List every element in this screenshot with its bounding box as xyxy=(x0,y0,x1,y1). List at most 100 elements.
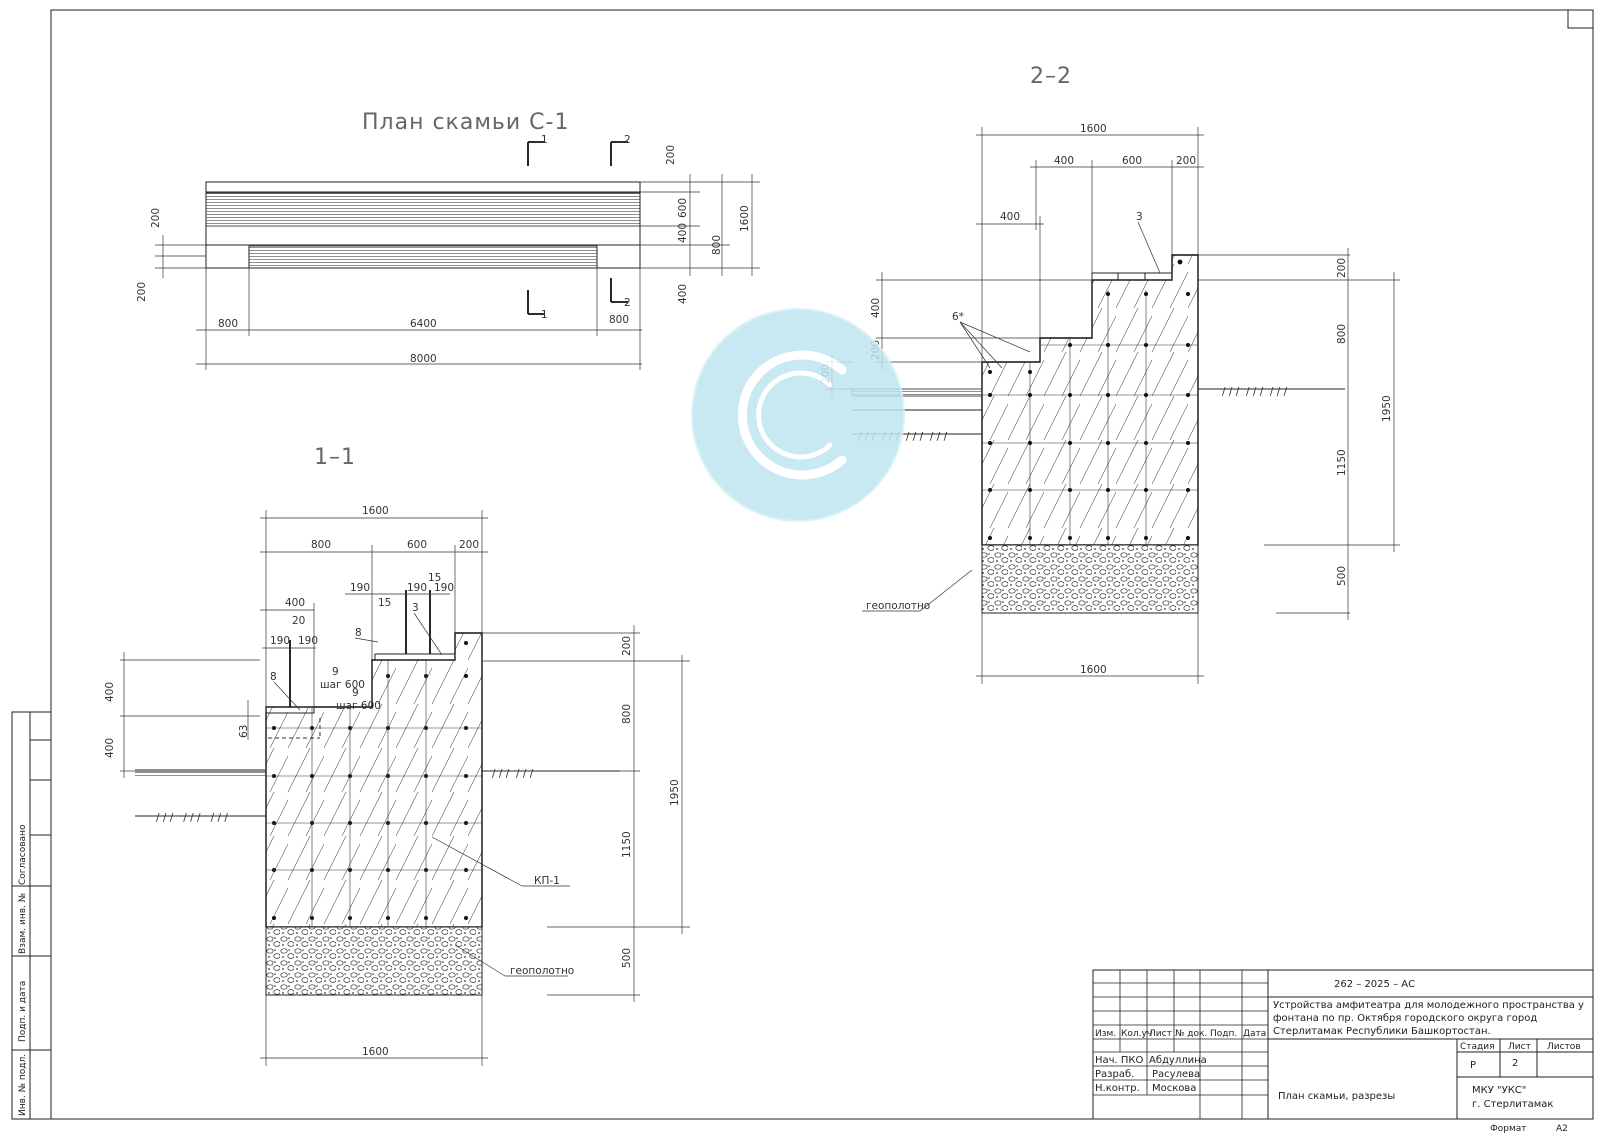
rebar-dots-2 xyxy=(988,259,1190,540)
sign-date-label: Подп. и дата xyxy=(18,981,28,1042)
svg-text:Расулева: Расулева xyxy=(1152,1069,1200,1080)
svg-text:400: 400 xyxy=(104,738,116,758)
svg-text:20: 20 xyxy=(292,615,305,627)
svg-text:1: 1 xyxy=(541,309,548,321)
back-seat-boards xyxy=(205,192,641,227)
agreed-label: Согласовано xyxy=(18,824,28,885)
svg-text:1600: 1600 xyxy=(362,1046,389,1058)
svg-text:600: 600 xyxy=(677,198,689,218)
svg-text:9: 9 xyxy=(352,687,359,699)
svg-text:1150: 1150 xyxy=(1336,449,1348,476)
svg-text:шаг 600: шаг 600 xyxy=(336,700,381,712)
geotextile-label-2: геополотно xyxy=(866,600,930,612)
svg-text:600: 600 xyxy=(1122,155,1142,167)
svg-text:200: 200 xyxy=(150,208,162,228)
svg-text:Подп.: Подп. xyxy=(1210,1029,1237,1039)
svg-text:800: 800 xyxy=(711,235,723,255)
svg-text:200: 200 xyxy=(665,145,677,165)
plan-dim-800-left: 800 xyxy=(218,318,238,330)
svg-text:400: 400 xyxy=(870,298,882,318)
svg-text:1600: 1600 xyxy=(362,505,389,517)
svg-text:500: 500 xyxy=(1336,566,1348,586)
svg-text:Москова: Москова xyxy=(1152,1083,1196,1094)
stage-value: Р xyxy=(1470,1060,1476,1071)
svg-text:/ / / / / /: / / / / / / xyxy=(492,768,534,780)
svg-text:1950: 1950 xyxy=(1381,395,1393,422)
svg-text:2: 2 xyxy=(624,134,631,146)
kp-1-label: КП-1 xyxy=(534,875,560,887)
svg-text:Кол.уч: Кол.уч xyxy=(1121,1029,1152,1039)
svg-text:500: 500 xyxy=(621,948,633,968)
bench-plan: План скамьи С-1 1 1 2 2 800 6400 800 xyxy=(136,110,760,370)
svg-text:3: 3 xyxy=(1136,211,1143,223)
svg-text:Лист: Лист xyxy=(1149,1029,1172,1039)
svg-text:1600: 1600 xyxy=(1080,123,1107,135)
title-block: Изм. Кол.уч Лист № док. Подп. Дата Нач. … xyxy=(1092,969,1594,1134)
svg-text:Листов: Листов xyxy=(1547,1042,1581,1052)
svg-text:15: 15 xyxy=(428,572,441,584)
svg-text:8: 8 xyxy=(355,627,362,639)
svg-text:15: 15 xyxy=(378,597,391,609)
svg-text:400: 400 xyxy=(1054,155,1074,167)
corner-box xyxy=(1567,9,1594,29)
svg-text:400: 400 xyxy=(1000,211,1020,223)
svg-text:шаг 600: шаг 600 xyxy=(320,679,365,691)
drawing-frame xyxy=(50,9,1594,1120)
svg-text:2: 2 xyxy=(624,297,631,309)
svg-text:/ / / / / / / / /: / / / / / / / / / xyxy=(1222,386,1288,398)
svg-text:1150: 1150 xyxy=(621,831,633,858)
gravel-base-1 xyxy=(265,926,483,996)
svg-text:400: 400 xyxy=(677,223,689,243)
svg-text:800: 800 xyxy=(621,704,633,724)
inv-exchange-label: Взам. инв. № xyxy=(18,893,28,954)
geotextile-label-1: геополотно xyxy=(510,965,574,977)
svg-text:Н.контр.: Н.контр. xyxy=(1095,1083,1140,1094)
svg-text:Устройства амфитеатра для моло: Устройства амфитеатра для молодежного пр… xyxy=(1273,1000,1584,1011)
svg-text:190: 190 xyxy=(298,635,318,647)
svg-text:г. Стерлитамак: г. Стерлитамак xyxy=(1472,1099,1553,1110)
svg-text:800: 800 xyxy=(311,539,331,551)
svg-text:фонтана по пр. Октября городск: фонтана по пр. Октября городского округа… xyxy=(1273,1013,1537,1024)
svg-text:Стерлитамак Республики Башкорт: Стерлитамак Республики Башкортостан. xyxy=(1273,1026,1491,1037)
svg-text:Лист: Лист xyxy=(1508,1042,1531,1052)
side-stamp: Согласовано Взам. инв. № Подп. и дата Ин… xyxy=(11,711,52,1120)
svg-text:Разраб.: Разраб. xyxy=(1095,1069,1134,1080)
svg-text:200: 200 xyxy=(459,539,479,551)
section-1-1: 1–1 / / / / / / / xyxy=(104,445,690,1066)
cut-marker-2: 2 2 xyxy=(610,134,631,309)
svg-text:190: 190 xyxy=(407,582,427,594)
svg-text:190: 190 xyxy=(434,582,454,594)
doc-code: 262 – 2025 – АС xyxy=(1334,979,1415,990)
watermark-logo-icon xyxy=(691,308,905,522)
svg-text:МКУ "УКС": МКУ "УКС" xyxy=(1472,1085,1526,1096)
section-1-title: 1–1 xyxy=(314,445,356,470)
svg-text:8: 8 xyxy=(270,671,277,683)
svg-text:Нач. ПКО: Нач. ПКО xyxy=(1095,1055,1144,1066)
svg-text:63: 63 xyxy=(238,725,250,738)
plan-dim-800-right: 800 xyxy=(609,314,629,326)
svg-text:3: 3 xyxy=(412,602,419,614)
svg-text:190: 190 xyxy=(350,582,370,594)
cut-marker-1: 1 1 xyxy=(527,134,548,321)
svg-text:1: 1 xyxy=(541,134,548,146)
svg-text:Абдуллина: Абдуллина xyxy=(1149,1055,1207,1066)
plan-dim-6400: 6400 xyxy=(410,318,437,330)
svg-text:400: 400 xyxy=(285,597,305,609)
front-seat-boards xyxy=(248,245,598,269)
section-2-2: 2–2 / / / / / / / / / / / / / / / / xyxy=(820,64,1400,684)
svg-text:Изм.: Изм. xyxy=(1095,1029,1116,1039)
svg-text:400: 400 xyxy=(677,284,689,304)
svg-text:А2: А2 xyxy=(1556,1124,1568,1134)
svg-text:200: 200 xyxy=(621,636,633,656)
svg-text:1600: 1600 xyxy=(739,205,751,232)
svg-text:9: 9 xyxy=(332,666,339,678)
plan-dim-8000: 8000 xyxy=(410,353,437,365)
svg-text:190: 190 xyxy=(270,635,290,647)
svg-text:200: 200 xyxy=(1176,155,1196,167)
svg-text:Формат: Формат xyxy=(1490,1124,1527,1134)
gravel-base-2 xyxy=(981,544,1199,614)
svg-text:6*: 6* xyxy=(952,311,964,323)
svg-text:600: 600 xyxy=(407,539,427,551)
